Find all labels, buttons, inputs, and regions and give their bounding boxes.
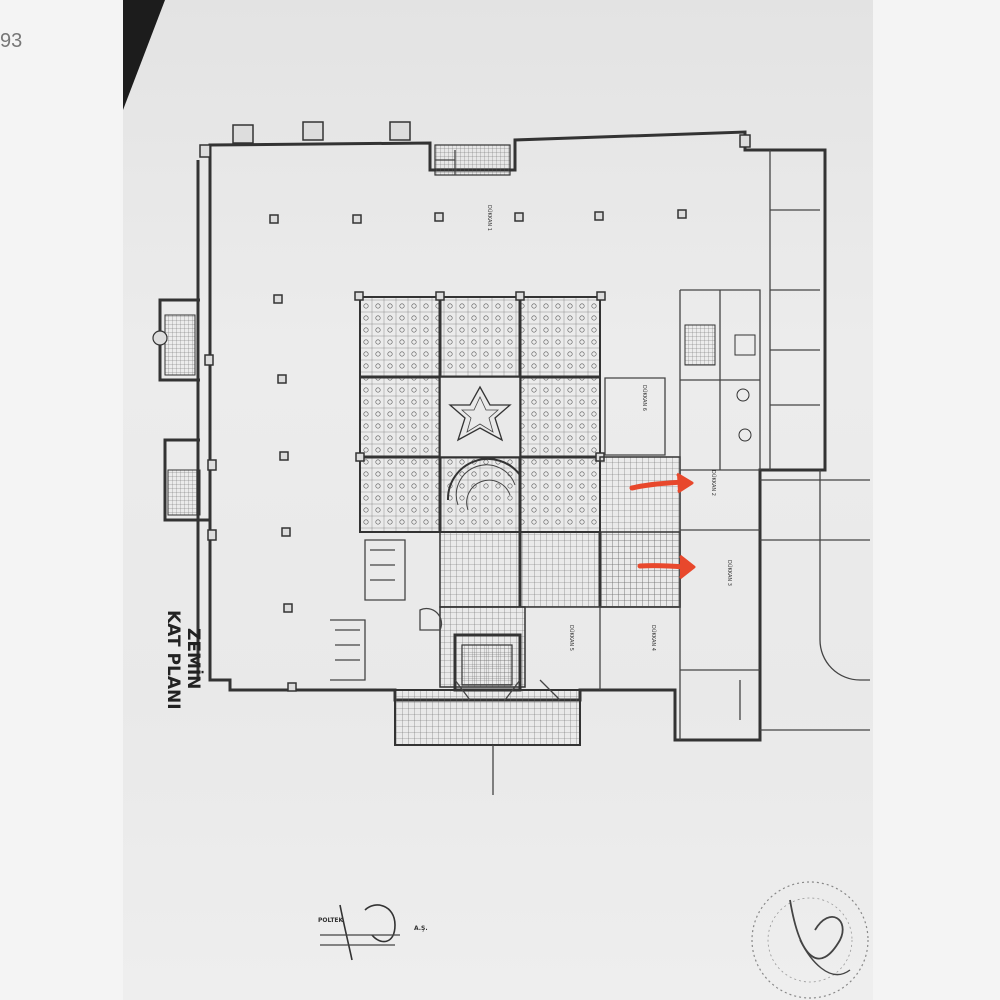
plan-title: ZEMİN KAT PLANI: [163, 610, 205, 710]
stamp-company: POLTEK: [318, 917, 344, 924]
room-labels: DÜKKAN 1 DÜKKAN 2 DÜKKAN 3 DÜKKAN 4 DÜKK…: [486, 205, 733, 651]
corner-number-label: 93: [0, 30, 23, 52]
round-seal: [751, 881, 869, 999]
room-label-2: DÜKKAN 2: [710, 470, 717, 496]
room-label-3: DÜKKAN 3: [726, 560, 733, 586]
top-wall-pilasters: [199, 121, 751, 158]
room-label-4: DÜKKAN 4: [650, 625, 657, 651]
left-staircase-upper: [152, 298, 200, 382]
main-entrance: [394, 607, 581, 795]
red-arrow-lower: [637, 554, 696, 580]
red-arrow-upper: [629, 472, 694, 494]
hall-columns: [204, 209, 687, 692]
corridor-floor: [439, 456, 681, 688]
room-label-1: DÜKKAN 1: [486, 205, 493, 231]
left-service-stalls: [330, 539, 406, 681]
paper-corner-shadow: [123, 0, 165, 110]
shop-partitions: [525, 469, 760, 740]
stamp-suffix: A.Ş.: [414, 925, 428, 932]
room-label-5: DÜKKAN 5: [568, 625, 575, 651]
top-staircase: [434, 144, 511, 176]
right-service-area: [604, 289, 761, 470]
plan-title-line1: ZEMİN: [183, 628, 205, 689]
company-stamp: POLTEK A.Ş.: [318, 904, 428, 961]
left-staircase-lower: [163, 438, 210, 522]
outer-parking-strip: [760, 150, 870, 731]
plan-title-line2: KAT PLANI: [163, 610, 183, 710]
room-label-6: DÜKKAN 6: [641, 385, 648, 411]
central-atrium: [354, 291, 606, 533]
outer-wall: [208, 130, 827, 742]
